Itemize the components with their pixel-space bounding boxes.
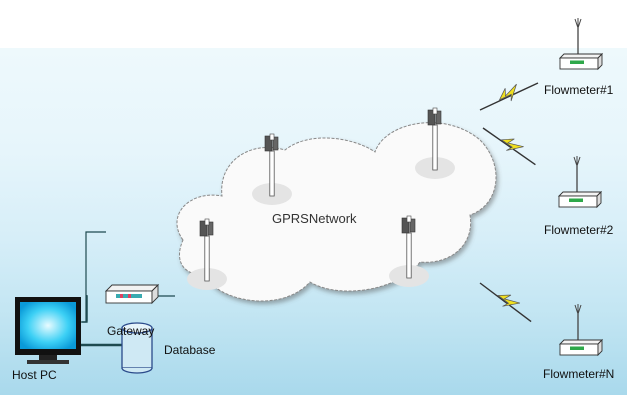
- gateway-label: Gateway: [107, 324, 155, 338]
- flowmeter-2-label: Flowmeter#2: [544, 223, 614, 237]
- database-label: Database: [164, 343, 216, 357]
- host-gateway-link: [80, 231, 106, 323]
- host-pc-icon: [15, 297, 81, 364]
- wireless-signal-icon: [479, 82, 539, 111]
- wireless-signal-icon: [479, 282, 532, 323]
- host-pc-label: Host PC: [12, 368, 57, 382]
- flowmeter-1-label: Flowmeter#1: [544, 83, 614, 97]
- gateway-icon: [104, 283, 160, 305]
- network-label: GPRSNetwork: [272, 211, 357, 226]
- flowmeter-n-icon: [559, 303, 603, 356]
- wireless-signal-icon: [482, 127, 536, 166]
- flowmeter-2-icon: [558, 155, 602, 208]
- flowmeter-1-icon: [559, 17, 603, 70]
- database-icon: [121, 322, 153, 374]
- flowmeter-n-label: Flowmeter#N: [543, 367, 615, 381]
